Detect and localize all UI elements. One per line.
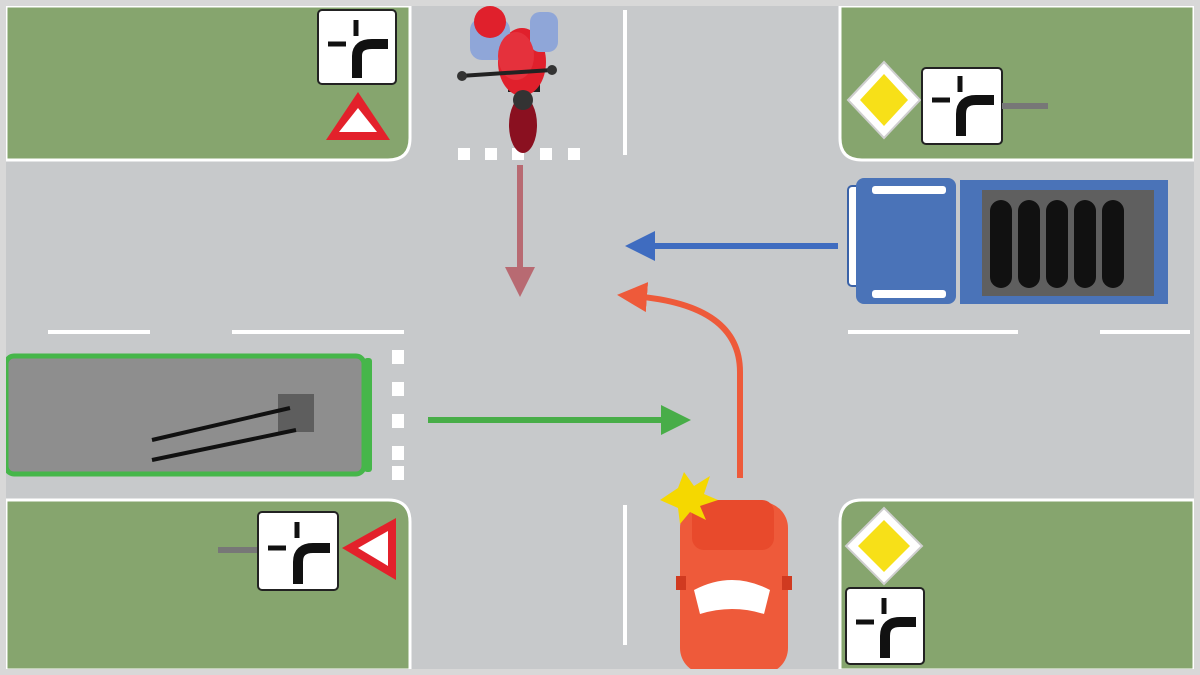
sign-se-panel: [845, 587, 925, 665]
yield-triangle-icon: [342, 518, 396, 580]
sign-nw-panel: [317, 9, 397, 85]
road-shape-icon: [856, 598, 916, 658]
car: [676, 500, 792, 674]
grass-sw: [4, 498, 412, 672]
car-path-arrow: [617, 282, 743, 478]
lane-markings: [48, 10, 1190, 645]
grass-nw: [4, 4, 412, 162]
bus: [3, 353, 372, 477]
sign-ne-panel: [921, 67, 1048, 145]
sign-sw-panel: [218, 511, 339, 591]
road-shape-icon: [268, 522, 330, 584]
truck-cargo-rolls: [990, 200, 1124, 288]
yield-triangle-icon: [326, 92, 390, 140]
road-shape-icon: [932, 76, 994, 136]
yield-line-north: [458, 148, 580, 160]
priority-diamond-icon: [844, 506, 924, 586]
motorcycle: [457, 6, 558, 153]
truck: [847, 178, 1168, 304]
horn-icon: [660, 472, 718, 524]
yield-line-west: [392, 350, 404, 480]
priority-diamond-icon: [846, 60, 922, 140]
road-shape-icon: [328, 20, 388, 78]
